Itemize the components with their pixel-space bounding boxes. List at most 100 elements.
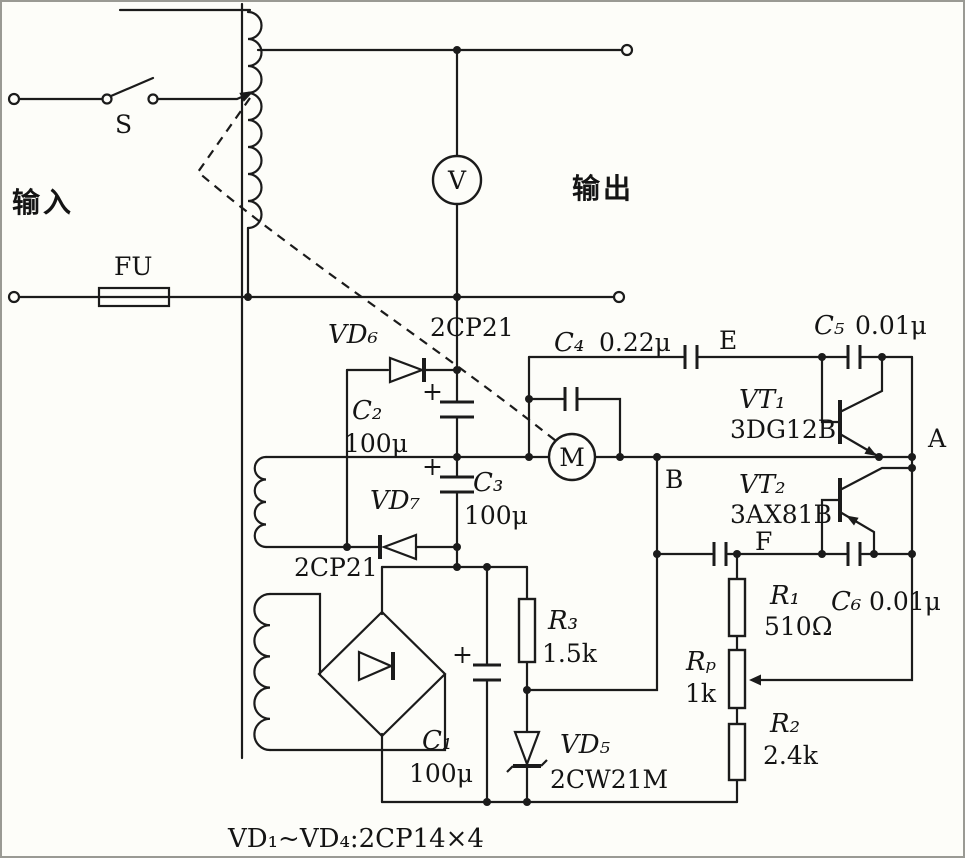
switch-blade: [109, 76, 155, 98]
c6-value: 0.01μ: [869, 587, 941, 616]
voltmeter-letter: V: [447, 166, 467, 195]
zener-vd5: [506, 730, 548, 773]
vt2-emitter-arrow-icon: [846, 515, 859, 526]
c3-value: 100μ: [464, 501, 528, 530]
c2-value: 100μ: [344, 429, 408, 458]
f-coupling-cap-plates: [712, 542, 728, 566]
vd5-zener-hooks: [506, 759, 548, 773]
bridge-rectifier: [317, 610, 447, 738]
capacitors: [440, 345, 862, 682]
c6-plates: [846, 542, 862, 566]
node-a-label: A: [927, 424, 947, 453]
output-label: 输出: [572, 172, 634, 205]
secondary-winding3-coil: [253, 592, 272, 752]
junction-dots: [244, 46, 916, 806]
vd7-triangle: [380, 533, 418, 561]
b-node-vertical: [525, 455, 659, 692]
switch-contact-left: [101, 93, 113, 105]
c2-polarity-plus: +: [422, 377, 443, 406]
c1-value: 100μ: [409, 759, 473, 788]
diode-vd6: [388, 356, 426, 384]
variac-wiper-arrow-icon: [239, 91, 254, 102]
rp-value: 1k: [685, 679, 717, 708]
mechanical-link-dashed-line: [196, 97, 557, 442]
vt2-type: 3AX81B: [730, 500, 832, 529]
secondary-winding2-coil: [253, 455, 268, 549]
input-top-wire-right: [156, 94, 246, 101]
primary-winding-coil: [246, 10, 263, 230]
vt1-base-wire: [820, 355, 840, 424]
vt1-name: VT₁: [739, 385, 786, 415]
vd7-name: VD₇: [370, 486, 421, 516]
c5-plates: [846, 345, 862, 369]
vd6-name: VD₆: [328, 320, 378, 350]
vt1-collector-wire: [838, 355, 884, 414]
resistor-r3: [517, 597, 537, 664]
output-terminals: [612, 43, 634, 304]
vd7-type: 2CP21: [294, 553, 378, 582]
input-label: 输入: [12, 186, 74, 219]
fuse-label: FU: [114, 252, 152, 281]
switch-s: [101, 93, 159, 105]
switch-contact-right: [147, 93, 159, 105]
input-terminal-bottom: [7, 290, 21, 304]
c1-name: C₁: [422, 726, 452, 756]
variac-transformer: [246, 10, 272, 752]
diode-vd7: [378, 533, 418, 561]
vt1-emitter-arrow-icon: [864, 446, 877, 456]
winding3-top-lead: [268, 592, 322, 677]
input-terminals: [7, 92, 21, 304]
c4-value: 0.22μ: [599, 328, 671, 357]
vd5-type: 2CW21M: [550, 765, 668, 794]
vd5-triangle: [513, 730, 541, 768]
vt2-collector-wire: [838, 466, 914, 492]
labels: 输入 输出 S FU V M VD₆ 2CP21 C₄ 0.22μ E C₅ 0…: [12, 110, 947, 854]
motor-symbol: [547, 432, 597, 482]
vt1-type: 3DG12B: [730, 415, 836, 444]
c5-value: 0.01μ: [855, 311, 927, 340]
vt2-base-wire: [820, 498, 840, 556]
output-terminal-bottom: [612, 290, 626, 304]
vd6-type: 2CP21: [430, 313, 514, 342]
c5-name: C₅: [814, 311, 845, 341]
r3-name: R₃: [547, 606, 578, 636]
r3-value: 1.5k: [542, 639, 598, 668]
vd6-triangle: [388, 356, 426, 384]
winding3-bottom-lead: [268, 673, 447, 752]
motor-letter: M: [559, 443, 585, 472]
output-terminal-top: [620, 43, 634, 57]
c1-polarity-plus: +: [452, 640, 473, 669]
c6-name: C₆: [831, 587, 861, 617]
c4-name: C₄: [554, 328, 584, 358]
r2-name: R₂: [769, 709, 800, 739]
potentiometer-rp: [727, 648, 747, 710]
motor-cap-right-bracket: [577, 397, 622, 459]
resistor-r1: [727, 577, 747, 638]
bridge-diode-triangle: [357, 650, 394, 682]
input-terminal-top: [7, 92, 21, 106]
vd5-name: VD₅: [560, 730, 611, 760]
c2-plates: [440, 400, 474, 419]
c3-plates: [440, 475, 474, 494]
node-e-label: E: [719, 326, 737, 355]
voltmeter-symbol: [431, 154, 483, 206]
c3-name: C₃: [473, 468, 503, 498]
resistor-r2: [727, 722, 747, 782]
c1-plates: [473, 663, 501, 682]
transistor-vt1: [838, 400, 877, 456]
bridge-diamond: [317, 610, 447, 738]
rp-name: Rₚ: [685, 647, 716, 677]
motor-phase-cap-plates: [563, 387, 579, 411]
c4-plates: [683, 345, 699, 369]
c3-polarity-plus: +: [422, 452, 443, 481]
node-b-label: B: [665, 465, 683, 494]
c2-name: C₂: [352, 396, 382, 426]
node-f-label: F: [755, 527, 772, 556]
r1-value: 510Ω: [764, 612, 832, 641]
bridge-diodes-note: VD₁~VD₄:2CP14×4: [227, 824, 484, 854]
r2-value: 2.4k: [763, 741, 819, 770]
vt2-name: VT₂: [739, 470, 786, 500]
r1-name: R₁: [769, 581, 800, 611]
